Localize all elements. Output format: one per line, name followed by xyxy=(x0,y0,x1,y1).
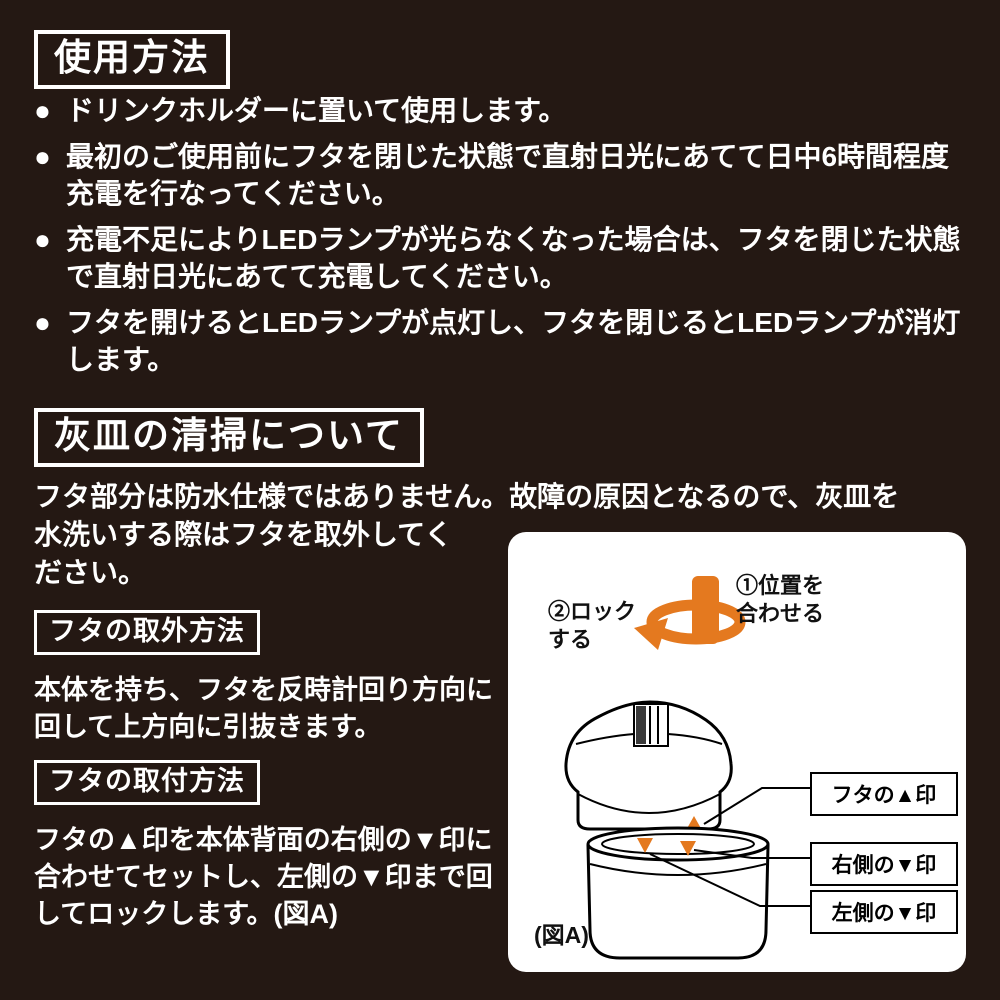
figure-caption: (図A) xyxy=(534,922,589,948)
figure-step2-text: ②ロック する xyxy=(548,599,637,652)
leader-lines xyxy=(649,787,810,907)
cleaning-section-title: 灰皿の清掃について xyxy=(34,408,424,467)
attach-subsection-title: フタの取付方法 xyxy=(34,760,260,806)
lid-mark-label: フタの▲印 xyxy=(810,772,958,816)
usage-section-title: 使用方法 xyxy=(34,30,230,89)
usage-item-text: 充電不足によりLEDランプが光らなくなった場合は、フタを閉じた状態で直射日光にあ… xyxy=(66,224,961,292)
attach-body: フタの▲印を本体背面の右側の▼印に合わせてセットし、左側の▼印まで回してロックし… xyxy=(34,825,493,929)
list-item: ● 最初のご使用前にフタを閉じた状態で直射日光にあてて日中6時間程度充電を行なっ… xyxy=(34,138,966,212)
bullet-marker: ● xyxy=(34,95,51,126)
figure-step1-text: ①位置を 合わせる xyxy=(736,573,825,626)
bullet-marker: ● xyxy=(34,224,51,255)
right-mark-label: 右側の▼印 xyxy=(810,842,958,886)
remove-subsection-title: フタの取外方法 xyxy=(34,610,260,656)
lid-drawing xyxy=(564,700,733,831)
usage-item-text: ドリンクホルダーに置いて使用します。 xyxy=(66,95,567,126)
usage-item-text: 最初のご使用前にフタを閉じた状態で直射日光にあてて日中6時間程度充電を行なってく… xyxy=(66,141,950,209)
rotation-arrow-icon xyxy=(634,576,746,650)
figure-a-panel: ①位置を 合わせる ②ロック する フタの▲印 右側の▼印 左側の▼印 (図A) xyxy=(508,532,966,972)
left-mark-label: 左側の▼印 xyxy=(810,890,958,934)
right-triangle-mark xyxy=(680,841,696,856)
ashtray-illustration xyxy=(564,576,810,960)
bullet-marker: ● xyxy=(34,141,51,172)
cleaning-body-line1: フタ部分は防水仕様ではありません。故障の原因となるので、灰皿を xyxy=(34,481,900,512)
remove-body: 本体を持ち、フタを反時計回り方向に回して上方向に引抜きます。 xyxy=(34,675,493,742)
bullet-marker: ● xyxy=(34,307,51,338)
list-item: ● 充電不足によりLEDランプが光らなくなった場合は、フタを閉じた状態で直射日光… xyxy=(34,221,966,295)
left-triangle-mark xyxy=(637,838,653,853)
usage-bullet-list: ● ドリンクホルダーに置いて使用します。 ● 最初のご使用前にフタを閉じた状態で… xyxy=(34,92,966,387)
cleaning-body-rest: 水洗いする際はフタを取外してください。 xyxy=(34,519,453,588)
list-item: ● フタを開けるとLEDランプが点灯し、フタを閉じるとLEDランプが消灯します。 xyxy=(34,304,966,378)
usage-item-text: フタを開けるとLEDランプが点灯し、フタを閉じるとLEDランプが消灯します。 xyxy=(66,307,961,375)
body-drawing xyxy=(586,826,770,960)
list-item: ● ドリンクホルダーに置いて使用します。 xyxy=(34,92,966,129)
